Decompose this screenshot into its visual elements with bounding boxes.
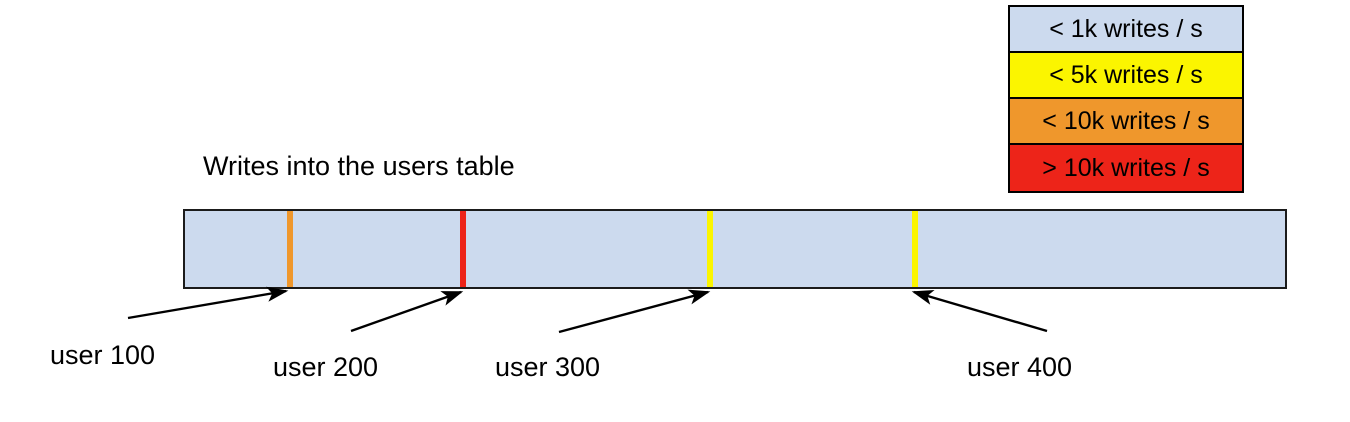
legend-item-label: < 5k writes / s: [1049, 60, 1203, 89]
callout-label-user-400: user 400: [967, 352, 1073, 382]
user-200-arrow: [350, 290, 464, 333]
user-300-stripe: [707, 211, 713, 287]
legend-item-label: < 1k writes / s: [1049, 14, 1203, 43]
user-300-arrow: [558, 289, 711, 334]
write-rate-legend: < 1k writes / s < 5k writes / s < 10k wr…: [1008, 5, 1244, 193]
user-100-stripe: [287, 211, 293, 287]
callout-label-user-300: user 300: [495, 352, 601, 382]
diagram-title: Writes into the users table: [203, 151, 515, 181]
legend-item-label: < 10k writes / s: [1042, 106, 1210, 135]
user-400-arrow: [911, 290, 1048, 333]
callout-label-user-100: user 100: [50, 340, 156, 370]
legend-item-lt-10k: < 10k writes / s: [1010, 99, 1242, 145]
callout-label-user-200: user 200: [273, 352, 379, 382]
users-table-bar: [183, 209, 1287, 289]
legend-item-gt-10k: > 10k writes / s: [1010, 145, 1242, 191]
legend-item-lt-1k: < 1k writes / s: [1010, 7, 1242, 53]
user-400-stripe: [912, 211, 918, 287]
user-200-stripe: [460, 211, 466, 287]
user-100-arrow: [127, 286, 289, 320]
legend-item-label: > 10k writes / s: [1042, 153, 1210, 182]
legend-item-lt-5k: < 5k writes / s: [1010, 53, 1242, 99]
